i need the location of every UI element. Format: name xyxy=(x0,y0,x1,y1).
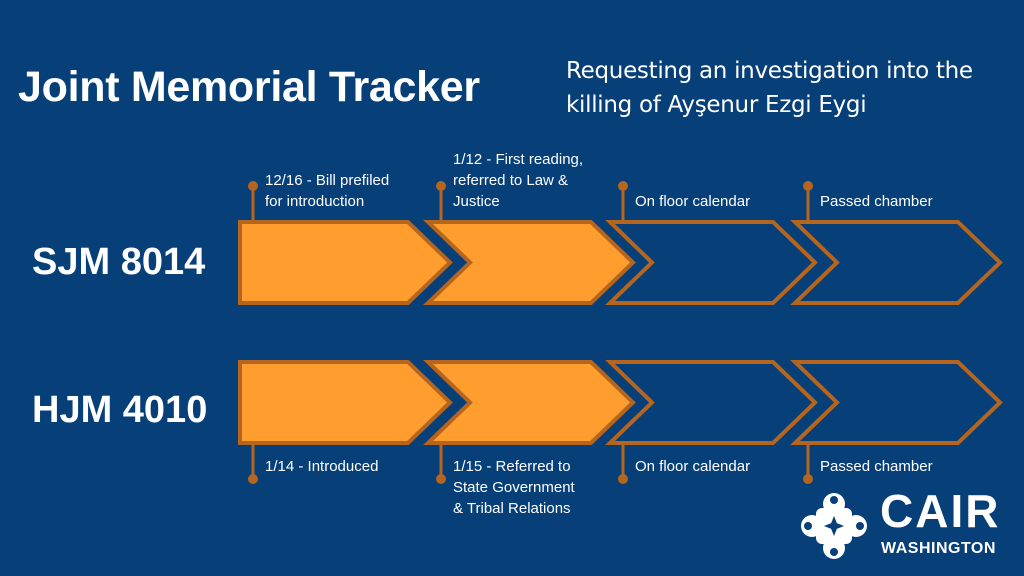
logo-subtitle: WASHINGTON xyxy=(881,540,996,557)
step-chevron-pending xyxy=(605,360,818,445)
page-title: Joint Memorial Tracker xyxy=(18,63,480,111)
step-chevron-pending xyxy=(790,220,1003,305)
connector-dot xyxy=(436,181,446,191)
step-label: Passed chamber xyxy=(820,193,933,210)
connector-dot xyxy=(618,474,628,484)
step-label: 1/12 - First reading, referred to Law & … xyxy=(453,151,584,210)
bill-label-hjm: HJM 4010 xyxy=(32,389,208,431)
step-label: Passed chamber xyxy=(820,458,933,475)
step-label: 1/15 - Referred to State Government & Tr… xyxy=(453,458,575,517)
logo-wordmark: CAIR xyxy=(880,485,1001,537)
connector-dot xyxy=(618,181,628,191)
connector-dot xyxy=(248,474,258,484)
connector-dot xyxy=(803,181,813,191)
step-chevron-pending xyxy=(790,360,1003,445)
connector-dot xyxy=(248,181,258,191)
step-label: 1/14 - Introduced xyxy=(265,458,379,475)
connector-dot xyxy=(803,474,813,484)
step-chevron-complete xyxy=(238,360,453,445)
step-chevron-complete xyxy=(238,220,453,305)
step-label: 12/16 - Bill prefiled for introduction xyxy=(265,172,390,210)
step-label: On floor calendar xyxy=(635,458,751,475)
cair-logo-icon xyxy=(801,493,867,559)
step-chevron-pending xyxy=(605,220,818,305)
bill-label-sjm: SJM 8014 xyxy=(32,241,206,283)
connector-dot xyxy=(436,474,446,484)
step-chevron-complete xyxy=(423,220,636,305)
step-label: On floor calendar xyxy=(635,193,751,210)
page-subtitle: Requesting an investigation into the kil… xyxy=(566,58,973,118)
step-chevron-complete xyxy=(423,360,636,445)
